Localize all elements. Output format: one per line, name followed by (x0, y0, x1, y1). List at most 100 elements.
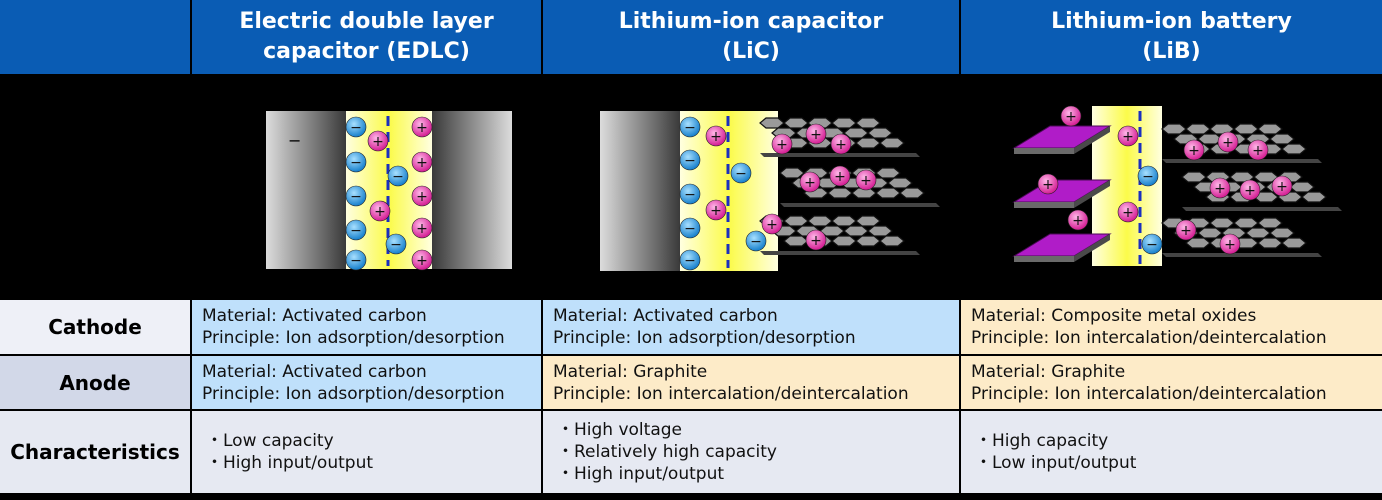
anion-icon: − (345, 249, 367, 271)
svg-text:+: + (1122, 129, 1134, 145)
svg-text:+: + (372, 134, 384, 150)
lic-anode-material: Material: Graphite (553, 361, 708, 382)
row-label-characteristics: Characteristics (0, 411, 192, 493)
edlc-anode-principle: Principle: Ion adsorption/desorption (202, 383, 505, 404)
cation-icon: + (1175, 219, 1197, 241)
header-lib: Lithium-ion battery (LiB) (961, 0, 1382, 74)
svg-text:+: + (416, 221, 428, 237)
cell-lib-characteristics: ・High capacity ・Low input/output (961, 411, 1382, 493)
svg-text:+: + (416, 189, 428, 205)
cation-icon: + (1060, 105, 1082, 127)
cell-lic-anode: Material: Graphite Principle: Ion interc… (543, 356, 961, 409)
cation-icon: + (1183, 139, 1205, 161)
svg-text:+: + (810, 127, 822, 143)
edlc-anode-material: Material: Activated carbon (202, 361, 427, 382)
anion-icon: − (345, 116, 367, 138)
anion-icon: − (345, 151, 367, 173)
svg-text:−: − (1146, 237, 1158, 253)
svg-text:+: + (766, 217, 778, 233)
cell-edlc-characteristics: ・Low capacity ・High input/output (192, 411, 543, 493)
edlc-left-electrode (266, 111, 346, 269)
svg-text:+: + (834, 169, 846, 185)
edlc-char-item: ・High input/output (206, 453, 374, 473)
row-label-cathode-text: Cathode (48, 315, 142, 339)
edlc-char-item: ・Low capacity (206, 431, 334, 451)
cation-icon: + (367, 130, 389, 152)
graphite-layer (759, 215, 920, 255)
lic-left-electrode (600, 111, 680, 271)
anion-icon: − (1137, 165, 1159, 187)
cation-icon: + (805, 229, 827, 251)
cation-icon: + (1219, 233, 1241, 255)
cation-icon: + (1271, 175, 1293, 197)
cation-icon: + (1239, 179, 1261, 201)
cation-icon: + (1247, 139, 1269, 161)
edlc-electrode-minus-sign: − (288, 131, 301, 150)
svg-text:+: + (860, 173, 872, 189)
cation-icon: + (1217, 131, 1239, 153)
lib-diagram: +++++−−++++++++ (1012, 105, 1342, 266)
svg-text:−: − (350, 155, 362, 171)
svg-text:+: + (710, 129, 722, 145)
header-lic-line2: (LiC) (722, 39, 780, 64)
cation-icon: + (411, 151, 433, 173)
cell-lic-characteristics: ・High voltage ・Relatively high capacity … (543, 411, 961, 493)
cation-icon: + (1117, 125, 1139, 147)
svg-text:+: + (1042, 177, 1054, 193)
row-label-anode: Anode (0, 356, 192, 409)
svg-text:+: + (1244, 183, 1256, 199)
svg-text:−: − (684, 253, 696, 269)
svg-text:+: + (1180, 223, 1192, 239)
metal-oxide-plate (1012, 233, 1112, 262)
diagram-svg: − −−−−−++−−+++++ −−−−−++−−++++++++ (266, 105, 1342, 271)
svg-text:+: + (1222, 135, 1234, 151)
header-lic: Lithium-ion capacitor (LiC) (543, 0, 961, 74)
anion-icon: − (345, 219, 367, 241)
svg-text:+: + (1224, 237, 1236, 253)
lic-cathode-material: Material: Activated carbon (553, 306, 778, 326)
svg-text:+: + (416, 155, 428, 171)
svg-text:−: − (392, 169, 404, 185)
svg-text:+: + (1072, 213, 1084, 229)
cation-icon: + (855, 169, 877, 191)
header-edlc-line1: Electric double layer (239, 9, 494, 34)
header-corner (0, 0, 192, 74)
lic-char-item: ・High voltage (557, 420, 682, 440)
svg-text:−: − (1142, 169, 1154, 185)
header-lib-line1: Lithium-ion battery (1051, 9, 1292, 34)
cation-icon: + (411, 116, 433, 138)
cell-lic-cathode: Material: Activated carbon Principle: Io… (543, 300, 961, 354)
anion-icon: − (730, 162, 752, 184)
lic-char-item: ・High input/output (557, 464, 725, 484)
svg-text:−: − (350, 189, 362, 205)
graphite-layer (1161, 217, 1322, 257)
header-lic-line1: Lithium-ion capacitor (618, 9, 884, 34)
row-label-anode-text: Anode (59, 370, 131, 395)
cation-icon: + (369, 200, 391, 222)
row-label-cathode: Cathode (0, 300, 192, 354)
edlc-cathode-principle: Principle: Ion adsorption/desorption (202, 328, 505, 348)
lib-anode-material: Material: Graphite (971, 361, 1126, 382)
cation-icon: + (411, 249, 433, 271)
anion-icon: − (387, 165, 409, 187)
cation-icon: + (771, 133, 793, 155)
svg-text:+: + (416, 120, 428, 136)
anion-icon: − (679, 116, 701, 138)
cation-icon: + (411, 217, 433, 239)
svg-text:−: − (390, 237, 402, 253)
cell-lib-anode: Material: Graphite Principle: Ion interc… (961, 356, 1382, 409)
anion-icon: − (745, 230, 767, 252)
anion-icon: − (679, 183, 701, 205)
graphite-layer (1161, 123, 1322, 163)
cation-icon: + (761, 213, 783, 235)
cation-icon: + (705, 199, 727, 221)
svg-text:−: − (350, 223, 362, 239)
metal-oxide-plate (1012, 179, 1112, 208)
cation-icon: + (411, 185, 433, 207)
svg-text:+: + (1122, 205, 1134, 221)
lic-cathode-principle: Principle: Ion adsorption/desorption (553, 328, 856, 348)
cation-icon: + (1037, 173, 1059, 195)
anion-icon: − (679, 149, 701, 171)
row-label-characteristics-text: Characteristics (10, 440, 180, 464)
anion-icon: − (385, 233, 407, 255)
